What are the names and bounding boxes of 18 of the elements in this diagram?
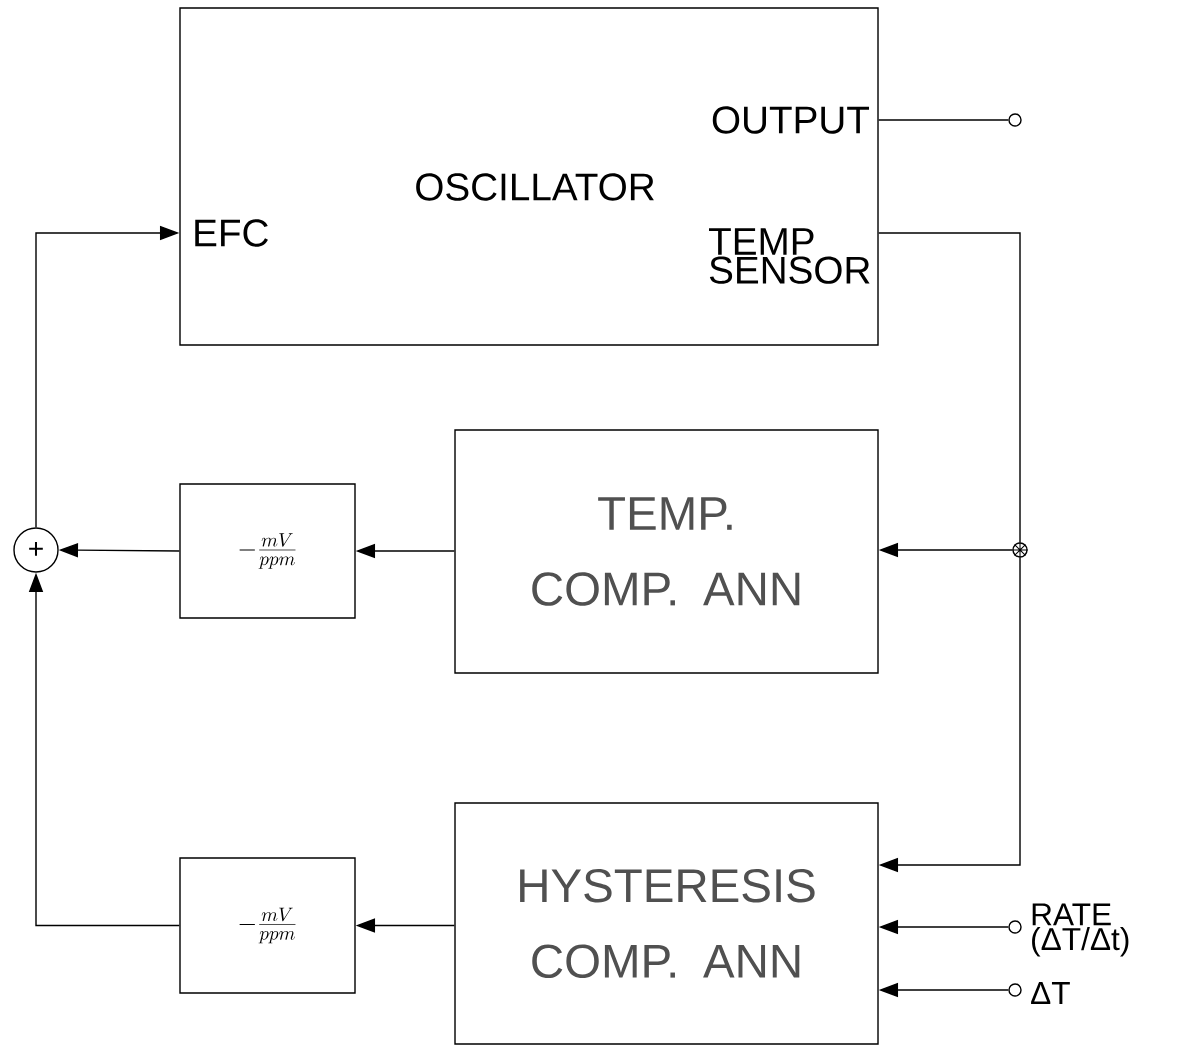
input-terminal bbox=[1008, 920, 1022, 934]
input-terminal bbox=[1008, 983, 1022, 997]
output-terminal bbox=[1008, 113, 1022, 127]
gain-box: $-\frac{mV}{ppm}$ bbox=[179, 857, 356, 994]
block-label: OSCILLATOR bbox=[416, 173, 654, 201]
summing-junction: + bbox=[13, 527, 59, 573]
port-label: OUTPUT bbox=[712, 106, 869, 134]
oscillator-box bbox=[179, 7, 879, 346]
terminal-label: RATE (ΔT/Δt) bbox=[1032, 903, 1129, 957]
port-label: EFC bbox=[195, 219, 268, 247]
port-label: TEMP SENSOR bbox=[709, 228, 870, 284]
junction-dot bbox=[1011, 541, 1029, 559]
connector-line bbox=[878, 119, 1009, 121]
gain-box: $-\frac{mV}{ppm}$ bbox=[179, 483, 356, 619]
ann-box: HYSTERESIS COMP. ANN bbox=[454, 802, 879, 1045]
terminal-label: ΔT bbox=[1031, 982, 1070, 1004]
ann-box: TEMP. COMP. ANN bbox=[454, 429, 879, 674]
connector-line bbox=[878, 232, 1021, 543]
